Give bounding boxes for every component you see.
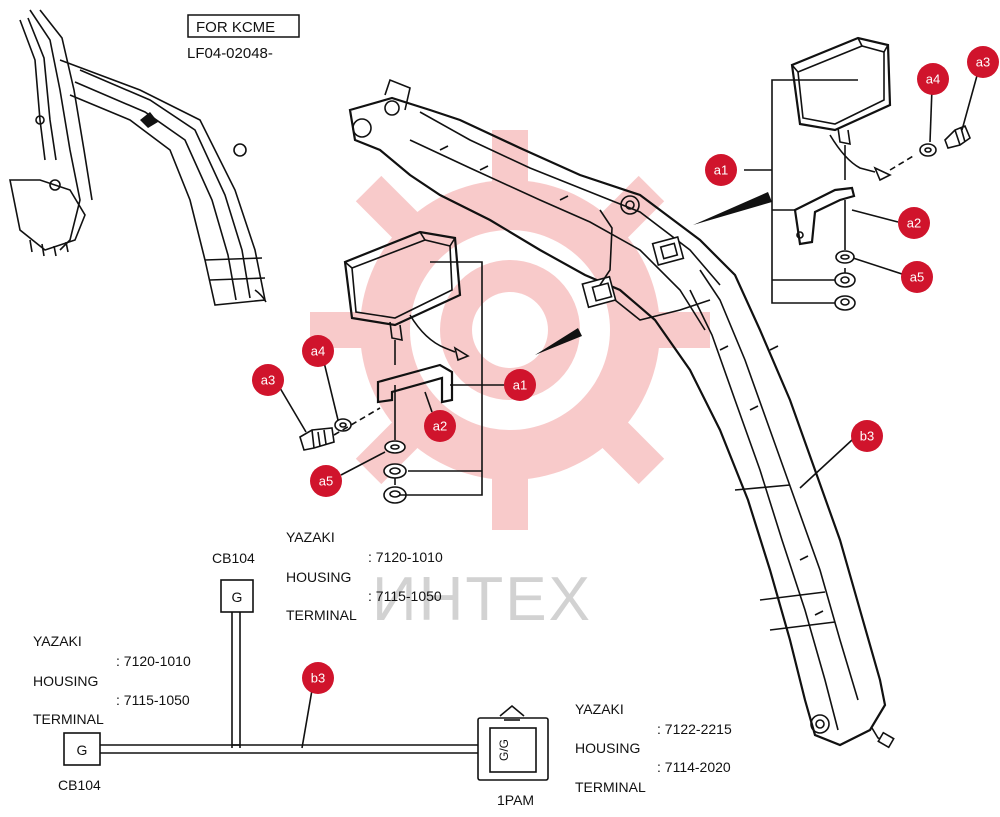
spec-terminal-label: TERMINAL	[33, 711, 104, 727]
svg-text:a3: a3	[976, 55, 990, 70]
spec-terminal-no: : 7114-2020	[657, 759, 731, 775]
callout-a5-left: a5	[310, 465, 342, 497]
svg-text:a4: a4	[926, 72, 940, 87]
connector-cb104-top-name: CB104	[212, 550, 255, 566]
boom-illustration	[348, 78, 895, 749]
wiring-harness	[100, 612, 478, 754]
leader-lines	[279, 71, 979, 496]
connector-1pam-spec: YAZAKI : 7122-2215 HOUSING : 7114-2020 T…	[575, 701, 732, 795]
connector-cb104-top-spec: YAZAKI : 7120-1010 HOUSING : 7115-1050 T…	[286, 529, 443, 623]
callout-a4-right: a4	[917, 63, 949, 95]
excavator-overview-illustration	[9, 9, 267, 306]
work-lamp-left	[343, 230, 470, 365]
svg-text:a1: a1	[714, 163, 728, 178]
spec-terminal-no: : 7115-1050	[116, 692, 190, 708]
svg-text:a1: a1	[513, 378, 527, 393]
spec-housing-label: HOUSING	[33, 673, 98, 689]
svg-text:b3: b3	[860, 429, 874, 444]
hardware-left	[299, 385, 407, 504]
spec-maker: YAZAKI	[33, 633, 82, 649]
callout-a2-right: a2	[898, 207, 930, 239]
svg-text:a4: a4	[311, 344, 325, 359]
callout-a5-right: a5	[901, 261, 933, 293]
callout-b3-harness: b3	[302, 662, 334, 694]
svg-text:a5: a5	[910, 270, 924, 285]
spec-housing-label: HOUSING	[286, 569, 351, 585]
connector-cb104-left-pin: G	[77, 742, 88, 758]
callout-a3-right: a3	[967, 46, 999, 78]
header-serial: LF04-02048-	[187, 45, 273, 62]
spec-terminal-label: TERMINAL	[286, 607, 357, 623]
callout-a2-left: a2	[424, 410, 456, 442]
svg-text:a5: a5	[319, 474, 333, 489]
callout-a4-left: a4	[302, 335, 334, 367]
callout-b3-boom: b3	[851, 420, 883, 452]
svg-text:a3: a3	[261, 373, 275, 388]
spec-terminal-no: : 7115-1050	[368, 588, 442, 604]
connector-1pam: G/G 1PAM	[477, 704, 549, 808]
callout-a3-left: a3	[252, 364, 284, 396]
connector-cb104-left: G CB104	[58, 732, 101, 793]
callout-a1-right: a1	[705, 154, 737, 186]
lamp-bracket-left	[376, 363, 454, 404]
watermark-logo	[310, 130, 710, 530]
work-lamp-right	[790, 36, 916, 182]
spec-maker: YAZAKI	[575, 701, 624, 717]
spec-housing-no: : 7120-1010	[368, 549, 443, 565]
svg-text:a2: a2	[907, 216, 921, 231]
connector-cb104-left-spec: YAZAKI : 7120-1010 HOUSING : 7115-1050 T…	[33, 633, 191, 727]
connector-cb104-top-pin: G	[232, 589, 243, 605]
spec-housing-no: : 7122-2215	[657, 721, 732, 737]
spec-maker: YAZAKI	[286, 529, 335, 545]
connector-cb104-top: G CB104	[212, 550, 255, 613]
connector-1pam-name: 1PAM	[497, 792, 534, 808]
connector-cb104-left-name: CB104	[58, 777, 101, 793]
spec-housing-label: HOUSING	[575, 740, 640, 756]
callout-a1-left: a1	[504, 369, 536, 401]
connector-1pam-pin: G/G	[497, 739, 511, 761]
svg-text:a2: a2	[433, 419, 447, 434]
spec-terminal-label: TERMINAL	[575, 779, 646, 795]
watermark-text: ИНТЕХ	[372, 565, 592, 634]
header-box-label: FOR KCME	[196, 19, 275, 36]
lamp-bracket-right	[793, 186, 856, 246]
spec-housing-no: : 7120-1010	[116, 653, 191, 669]
header-box	[187, 14, 300, 38]
svg-text:b3: b3	[311, 671, 325, 686]
